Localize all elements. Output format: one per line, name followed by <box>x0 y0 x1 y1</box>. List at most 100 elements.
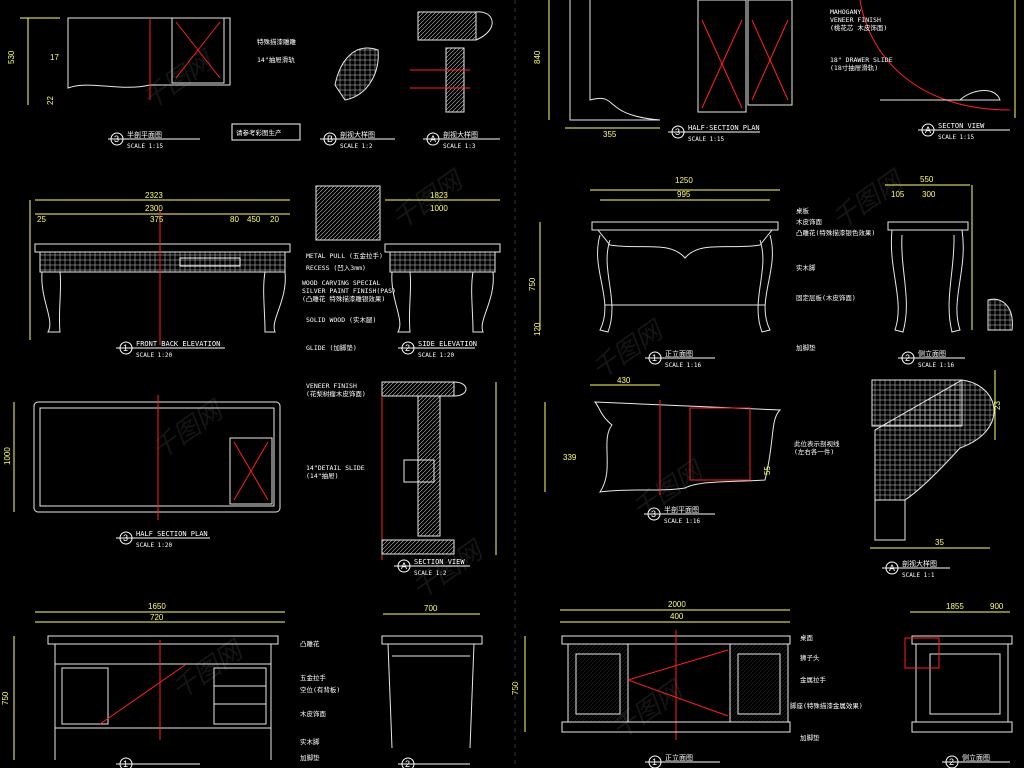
caption-title: 半剖平面图 <box>664 505 699 514</box>
note-cn-lion: 狮子头 <box>800 653 820 662</box>
dim-label: 1250 <box>675 176 693 185</box>
caption-title: SIDE ELEVATION <box>418 340 477 348</box>
dim-label: 1823 <box>430 191 448 200</box>
detail-a-drawing <box>410 11 493 113</box>
view-section <box>381 381 497 560</box>
caption-group: 3 半剖平面图 SCALE 1:16 <box>644 505 715 525</box>
dim-label: 22 <box>46 96 55 105</box>
caption-title: 正立面图 <box>665 349 693 358</box>
note-cn-leather: 木皮饰面 <box>796 217 823 226</box>
caption-group: 2 侧立面图 <box>942 753 1010 768</box>
dim-label: 400 <box>670 612 684 621</box>
note-drawer-slide: 18" DRAWER SLIDE(18寸抽屉滑轨) <box>830 56 893 72</box>
dim-label: 1650 <box>148 602 166 611</box>
caption-scale: SCALE 1:16 <box>665 362 702 369</box>
dim-label: 55 <box>763 466 772 475</box>
view-desk-side <box>381 613 483 749</box>
caption-group: B 剖视大样图 SCALE 1:2 <box>320 130 395 150</box>
dim-label: 375 <box>150 215 164 224</box>
view-top-right-plan <box>548 0 1016 129</box>
note-cn-relief: 凸雕花(特殊描漆银色效果) <box>796 228 875 237</box>
caption-scale: SCALE 1:1 <box>902 572 935 579</box>
caption-title: 剖视大样图 <box>340 130 375 139</box>
caption-title: 半剖平面图 <box>127 130 162 139</box>
caption-scale: SCALE 1:2 <box>340 143 373 150</box>
caption-scale: SCALE 1:3 <box>443 143 476 150</box>
dim-label: 530 <box>7 50 16 64</box>
caption-group: 2 <box>398 757 470 768</box>
dim-label: 1855 <box>946 602 964 611</box>
caption-group: 1 <box>116 757 200 768</box>
view-half-section-plan <box>13 395 281 520</box>
special-note-box <box>231 123 301 141</box>
caption-scale: SCALE 1:16 <box>918 362 955 369</box>
note-cn-fixed: 固定层板(木皮饰面) <box>796 293 856 302</box>
watermark: 千图网 <box>146 394 230 465</box>
dim-label: 450 <box>247 215 261 224</box>
caption-group: A 剖视大样图 SCALE 1:3 <box>423 130 500 150</box>
caption-group: 1 正立面图 SCALE 1:16 <box>645 349 715 369</box>
special-note: 请参考彩图生产 <box>236 128 282 137</box>
dim-label: 339 <box>563 453 577 462</box>
note-cn-foot2: 加脚垫 <box>300 753 320 762</box>
dim-label: 23 <box>993 401 1002 410</box>
note-detail-slide: 14"DETAIL SLIDE(14"抽屉) <box>306 464 365 480</box>
watermark: 千图网 <box>386 164 470 235</box>
note-cn-top: 桌板 <box>796 206 810 215</box>
dim-label: 750 <box>528 277 537 291</box>
caption-scale: SCALE 1:16 <box>664 518 701 525</box>
detail-b-drawing <box>334 47 379 101</box>
dim-label: 840 <box>533 50 542 64</box>
dim-label: 1000 <box>3 447 12 465</box>
caption-title: 正立面图 <box>665 753 693 762</box>
dim-label: 720 <box>150 613 164 622</box>
dim-label: 17 <box>50 53 59 62</box>
note-carve-rail: 特殊描漆雕雕 <box>257 37 297 46</box>
caption-scale: SCALE 1:20 <box>418 352 455 359</box>
dim-label: 35 <box>935 538 944 547</box>
caption-group: 1 FRONT BACK ELEVATION SCALE 1:20 <box>116 340 225 359</box>
watermark: 千图网 <box>586 314 670 385</box>
caption-title: 侧立面图 <box>962 753 990 762</box>
dim-label: 300 <box>922 190 936 199</box>
dim-label: 105 <box>891 190 905 199</box>
caption-title: HALF SECTION PLAN <box>136 530 208 538</box>
caption-scale: SCALE 1:15 <box>688 136 725 143</box>
dim-label: 2000 <box>668 600 686 609</box>
view-console-side <box>885 184 1013 333</box>
note-cn-bottom: 脚座(特殊描漆金属效果) <box>790 701 863 710</box>
note-cn-relief2: 凸雕花 <box>300 639 320 648</box>
caption-title: 剖视大样图 <box>902 559 937 568</box>
dim-label: 995 <box>677 190 691 199</box>
view-detail-large <box>870 370 996 549</box>
note-pull: METAL PULL (五金拉手) <box>306 251 383 260</box>
caption-group: 2 SIDE ELEVATION SCALE 1:20 <box>398 340 477 359</box>
watermark: 千图网 <box>826 164 910 235</box>
caption-group: A 剖视大样图 SCALE 1:1 <box>882 559 950 579</box>
dim-label: 430 <box>617 376 631 385</box>
view-large-desk-front <box>524 609 791 740</box>
dim-label: 1000 <box>430 204 448 213</box>
note-cn-hw: 五金拉手 <box>300 673 327 682</box>
view-console-front <box>539 189 780 333</box>
dim-label: 120 <box>533 322 542 336</box>
caption-scale: SCALE 1:20 <box>136 352 173 359</box>
view-front-back-elevation <box>29 199 291 345</box>
caption-title: HALF-SECTION PLAN <box>688 124 760 132</box>
note-cn-split: 此位表示剖视线(左右各一件) <box>794 439 840 456</box>
note-cn-desk: 桌面 <box>800 633 814 642</box>
view-console-half-plan <box>544 384 782 495</box>
note-recess: RECESS (凹入3mm) <box>306 264 366 272</box>
note-cn-metal: 金属拉手 <box>800 675 827 684</box>
watermark-group: 千图网 千图网 千图网 千图网 千图网 千图网 千图网 千图网 千图网 <box>136 44 910 745</box>
dim-label: 900 <box>990 602 1004 611</box>
view-top-left-plan <box>20 17 231 105</box>
dim-label: 550 <box>920 175 934 184</box>
caption-title: 侧立面图 <box>918 349 946 358</box>
note-slide14: 14"抽屉滑轨 <box>257 55 295 64</box>
caption-scale: SCALE 1:15 <box>127 143 164 150</box>
dim-label: 80 <box>230 215 239 224</box>
caption-group: A SECTION VIEW SCALE 1:2 <box>394 558 470 577</box>
